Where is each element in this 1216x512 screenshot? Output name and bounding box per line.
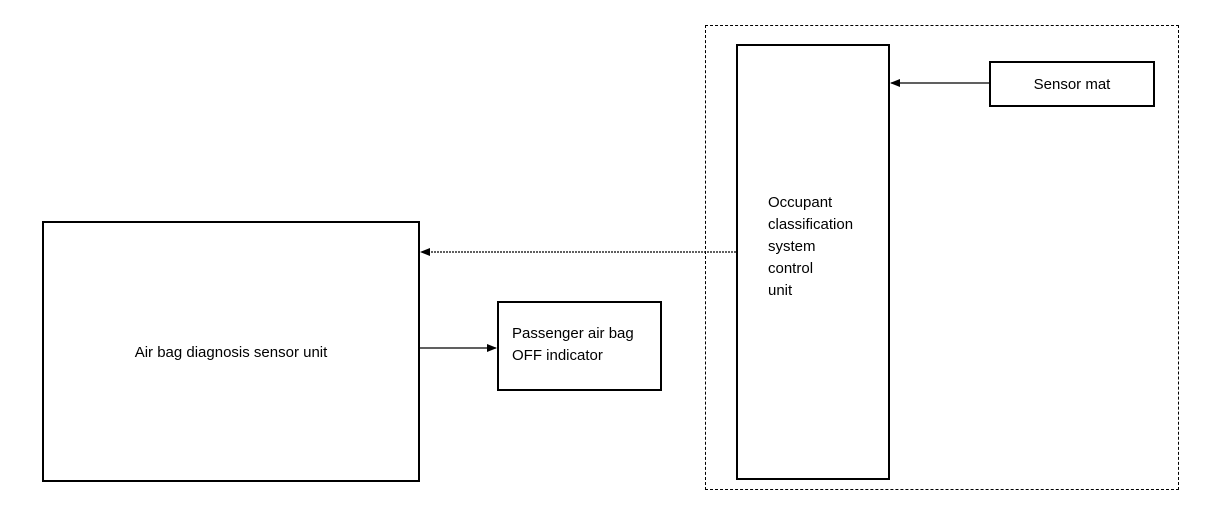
occupant-classification-control-unit-box: Occupant classification system control u…: [736, 44, 890, 480]
passenger-air-bag-off-indicator-label: Passenger air bag OFF indicator: [512, 325, 634, 364]
air-bag-diagnosis-sensor-unit-box: Air bag diagnosis sensor unit: [42, 221, 420, 482]
occupant-classification-control-unit-label: Occupant classification system control u…: [768, 194, 854, 299]
passenger-air-bag-off-indicator-box: Passenger air bag OFF indicator: [497, 301, 662, 391]
occupant-classification-group-frame: [705, 25, 1179, 490]
sensor-mat-label: Sensor mat: [1033, 76, 1111, 93]
air-bag-diagnosis-sensor-unit-label: Air bag diagnosis sensor unit: [134, 344, 328, 361]
sensor-mat-box: Sensor mat: [989, 61, 1155, 107]
